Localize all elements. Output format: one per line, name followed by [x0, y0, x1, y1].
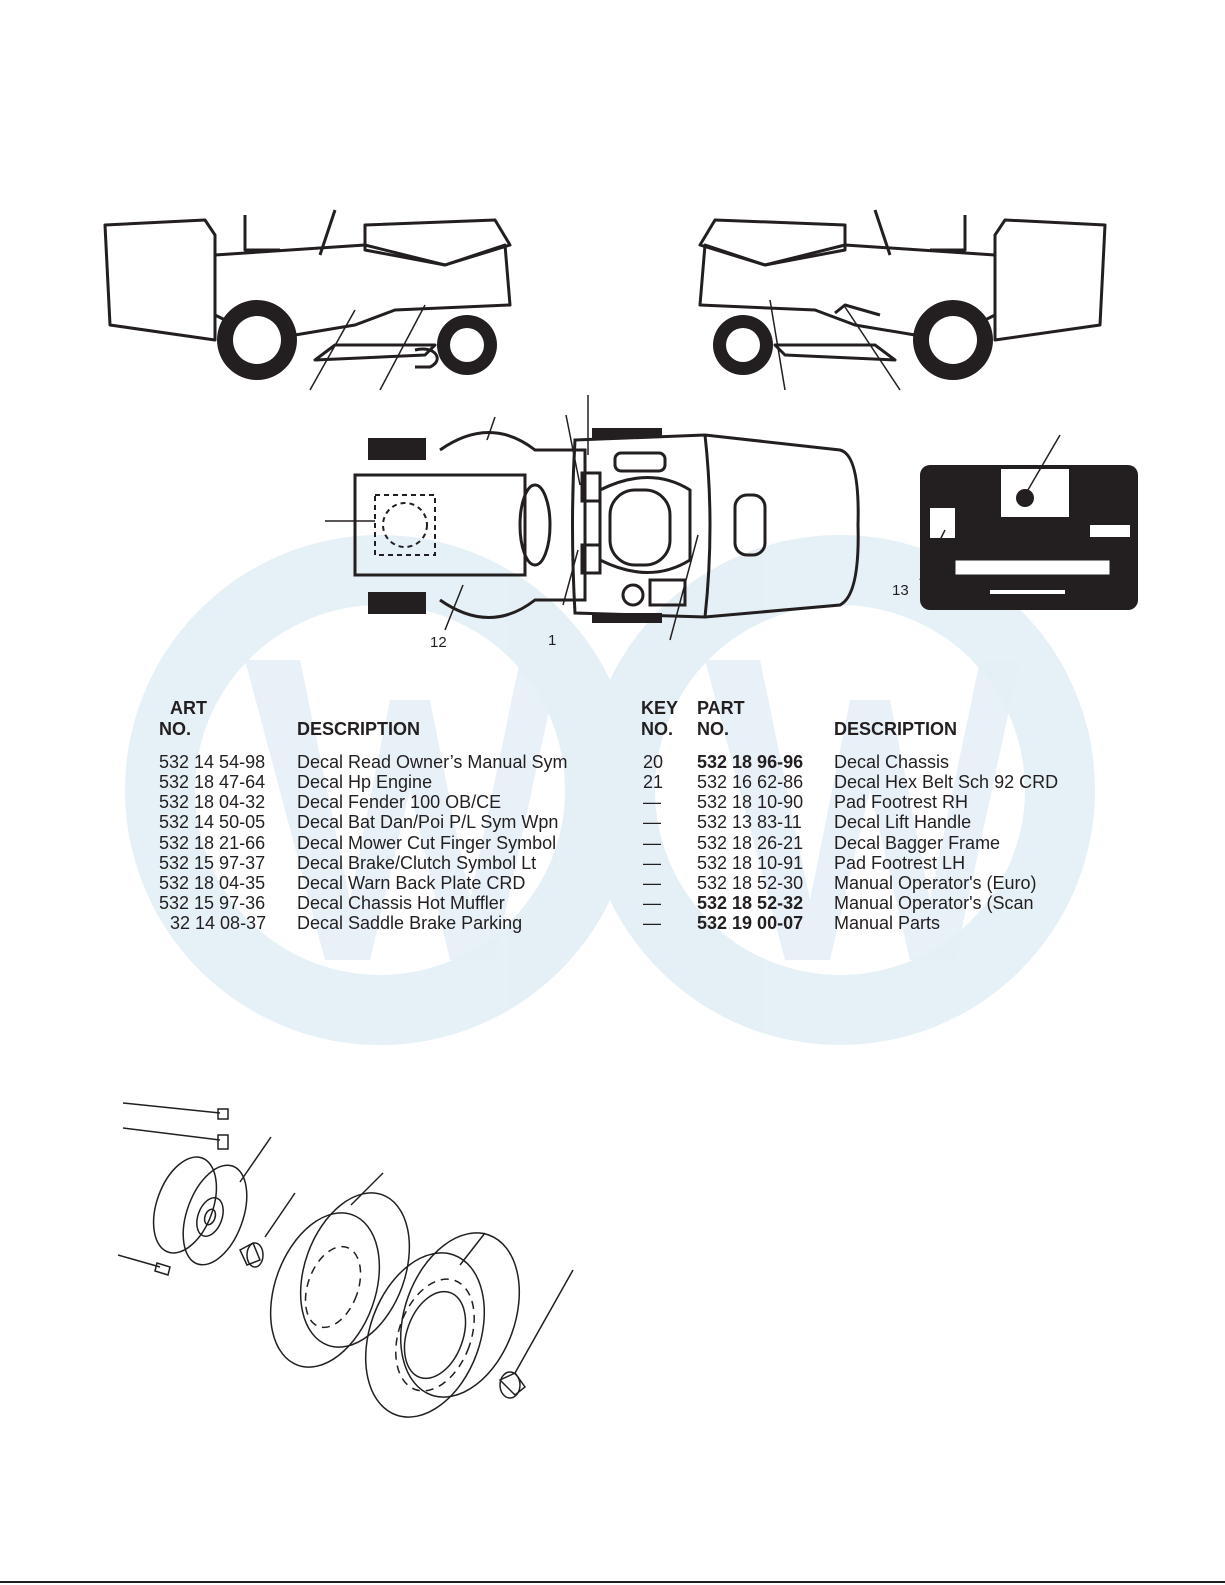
part-description: Decal Hp Engine [297, 772, 433, 792]
right-description-header: DESCRIPTION [834, 719, 958, 739]
part-description: Decal Fender 100 OB/CE [297, 792, 502, 812]
right-part-header-line1: PART [697, 698, 745, 718]
right-part-header-line2: NO. [697, 719, 730, 739]
part-description: Decal Hex Belt Sch 92 CRD [834, 772, 1059, 792]
tractor-side-view-right [698, 209, 1107, 391]
part-description: Decal Warn Back Plate CRD [297, 873, 526, 893]
left-part-header-line2: NO. [159, 719, 192, 739]
left-description-header: DESCRIPTION [297, 719, 421, 739]
callout-13: 13 [892, 582, 909, 599]
callout-12: 12 [430, 634, 447, 651]
page-bottom-rule [0, 1581, 1225, 1583]
key-number: — [643, 833, 661, 853]
part-number: 32 14 08-37 [170, 913, 267, 933]
tractor-side-view-left [103, 209, 512, 391]
part-number: 532 18 10-90 [697, 792, 804, 812]
part-number: 532 18 52-32 [697, 893, 804, 913]
key-number: — [643, 812, 661, 832]
part-description: Decal Bat Dan/Poi P/L Sym Wpn [297, 812, 559, 832]
part-number: 532 15 97-37 [159, 853, 266, 873]
part-number: 532 14 54-98 [159, 752, 266, 772]
left-part-header-line1: ART [170, 698, 207, 718]
part-number: 532 18 47-64 [159, 772, 266, 792]
part-number: 532 18 10-91 [697, 853, 804, 873]
key-number: — [643, 792, 661, 812]
right-key-header-line2: NO. [641, 719, 674, 739]
key-number: — [643, 853, 661, 873]
key-number: 21 [643, 772, 664, 792]
key-number: 20 [643, 752, 664, 772]
callout-1: 1 [548, 632, 557, 649]
part-description: Decal Lift Handle [834, 812, 972, 832]
part-description: Pad Footrest RH [834, 792, 969, 812]
part-number: 532 18 04-32 [159, 792, 266, 812]
right-key-header-line1: KEY [641, 698, 679, 718]
part-number: 532 15 97-36 [159, 893, 266, 913]
part-number: 532 18 21-66 [159, 833, 266, 853]
key-number: — [643, 873, 661, 893]
tractor-top-view [325, 395, 860, 641]
part-description: Decal Saddle Brake Parking [297, 913, 523, 933]
part-description: Manual Operator's (Euro) [834, 873, 1037, 893]
part-number: 532 14 50-05 [159, 812, 266, 832]
part-number: 532 19 00-07 [697, 913, 804, 933]
part-number: 532 18 52-30 [697, 873, 804, 893]
key-number: — [643, 893, 661, 913]
part-description: Decal Mower Cut Finger Symbol [297, 833, 557, 853]
key-number: — [643, 913, 661, 933]
part-description: Manual Operator's (Scan [834, 893, 1034, 913]
part-number: 532 13 83-11 [697, 812, 802, 832]
part-number: 532 16 62-86 [697, 772, 804, 792]
part-description: Decal Brake/Clutch Symbol Lt [297, 853, 537, 873]
rear-panel-view [919, 434, 1138, 610]
part-description: Decal Chassis [834, 752, 950, 772]
part-number: 532 18 96-96 [697, 752, 804, 772]
part-description: Decal Bagger Frame [834, 833, 1001, 853]
wheel-exploded-diagram [117, 1102, 574, 1418]
part-number: 532 18 04-35 [159, 873, 266, 893]
part-description: Decal Chassis Hot Muffler [297, 893, 505, 913]
part-description: Manual Parts [834, 913, 941, 933]
part-description: Decal Read Owner’s Manual Sym [297, 752, 568, 772]
part-number: 532 18 26-21 [697, 833, 804, 853]
part-description: Pad Footrest LH [834, 853, 966, 873]
